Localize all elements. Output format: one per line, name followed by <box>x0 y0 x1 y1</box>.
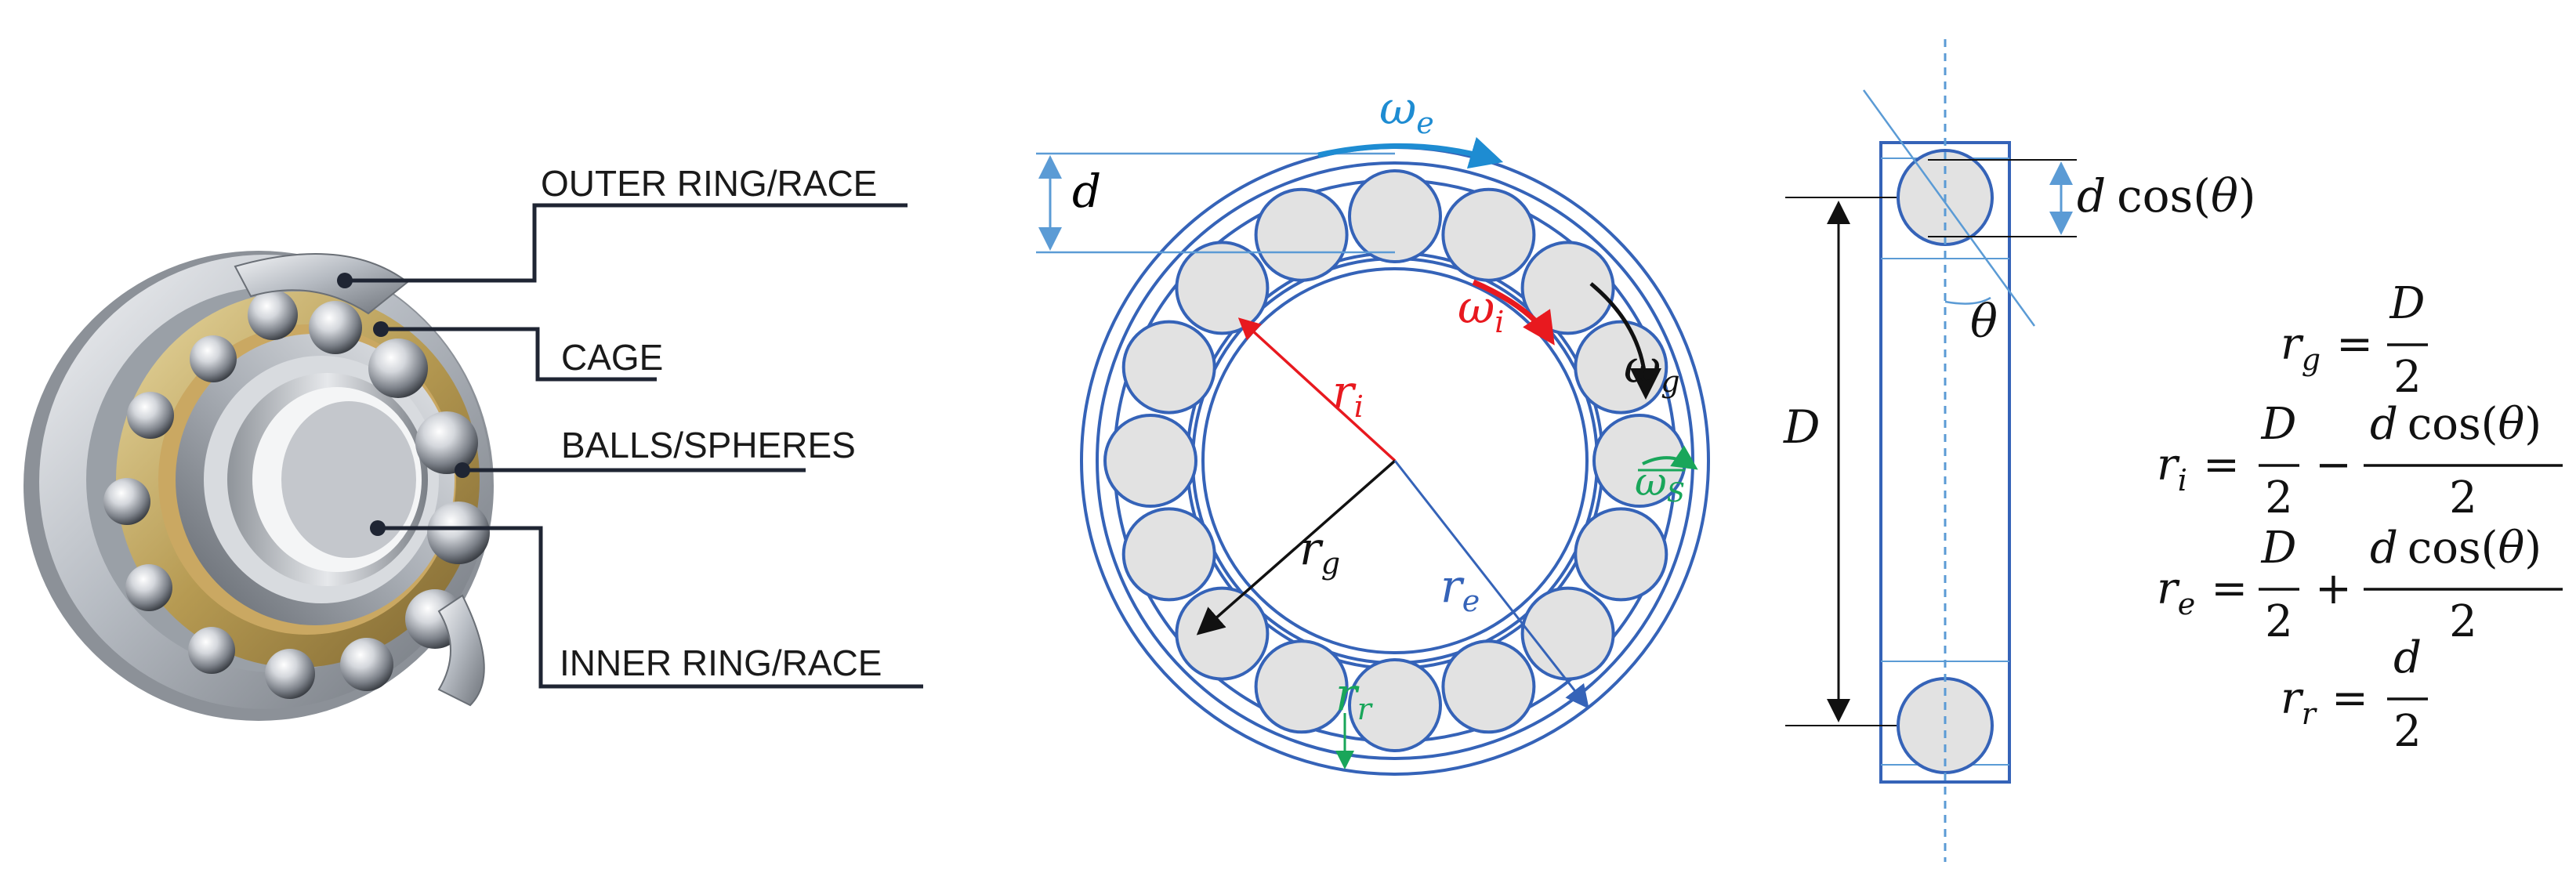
label-r-g: rg <box>1299 522 1340 581</box>
svg-text:2: 2 <box>2449 596 2477 647</box>
leader-dots <box>337 273 470 536</box>
svg-text:rr=: rr= <box>2281 673 2368 731</box>
ball-7 <box>1441 639 1536 734</box>
label-theta: θ <box>1970 295 1998 348</box>
ball-6 <box>1520 586 1615 681</box>
svg-text:2: 2 <box>2449 472 2477 523</box>
equation-rg: rg= D 2 <box>2281 278 2428 403</box>
svg-text:2: 2 <box>2265 472 2293 523</box>
label-r-r: rr <box>1335 668 1374 726</box>
ball-5 <box>1574 507 1668 602</box>
equation-rr: rr= d 2 <box>2281 632 2428 757</box>
inner-race-outer-circle <box>1201 267 1589 654</box>
omega-e-arrow <box>1317 136 1504 169</box>
label-omega-e: ωe <box>1379 81 1434 140</box>
svg-text:−: − <box>2315 440 2352 491</box>
label-r-i: ri <box>1332 365 1364 424</box>
svg-text:D: D <box>2261 399 2297 450</box>
svg-text:2: 2 <box>2393 706 2422 757</box>
illustration-balls <box>103 290 490 699</box>
ball-15 <box>1254 187 1349 282</box>
label-inner-ring: INNER RING/RACE <box>560 643 882 683</box>
label-r-e: re <box>1440 559 1480 618</box>
ball-13 <box>1121 320 1216 415</box>
ball-10 <box>1175 586 1270 681</box>
svg-text:ri=: ri= <box>2157 440 2240 498</box>
ball-8 <box>1348 658 1442 752</box>
svg-text:D: D <box>2389 278 2426 329</box>
contact-angle-line <box>1862 89 2036 327</box>
svg-text:rg=: rg= <box>2281 319 2373 377</box>
r-i-arrow <box>1237 317 1397 462</box>
svg-text:re=: re= <box>2157 563 2248 621</box>
ball-14 <box>1175 241 1270 335</box>
label-balls: BALLS/SPHERES <box>561 425 856 465</box>
front-view: d ωe ωi ωg ωS ri rg re rr <box>1036 81 1710 776</box>
label-cage: CAGE <box>561 337 663 378</box>
rolling-balls <box>1103 169 1687 752</box>
r-e-arrow <box>1393 460 1589 709</box>
label-outer-ring: OUTER RING/RACE <box>541 163 877 204</box>
ball-0 <box>1348 169 1442 263</box>
r-g-arrow <box>1196 459 1397 635</box>
label-omega-s: ωS <box>1635 459 1685 509</box>
ball-12 <box>1103 414 1197 508</box>
ball-1 <box>1441 187 1536 282</box>
label-D: D <box>1783 400 1821 454</box>
svg-text:2: 2 <box>2265 596 2293 647</box>
omega-i-arrow <box>1472 279 1555 346</box>
bearing-illustration <box>24 251 494 721</box>
label-omega-g: ωg <box>1624 340 1680 399</box>
omega-s-arrow <box>1642 445 1698 470</box>
svg-text:d: d <box>2393 632 2422 683</box>
svg-text:+: + <box>2315 563 2352 614</box>
ball-11 <box>1121 507 1216 602</box>
svg-text:2: 2 <box>2393 352 2422 403</box>
ball-9 <box>1254 639 1349 734</box>
svg-text:D: D <box>2261 523 2297 574</box>
label-omega-i: ωi <box>1458 281 1504 339</box>
omega-g-arrow <box>1589 282 1661 400</box>
label-d: d <box>1072 165 1101 218</box>
leader-lines <box>345 203 923 689</box>
